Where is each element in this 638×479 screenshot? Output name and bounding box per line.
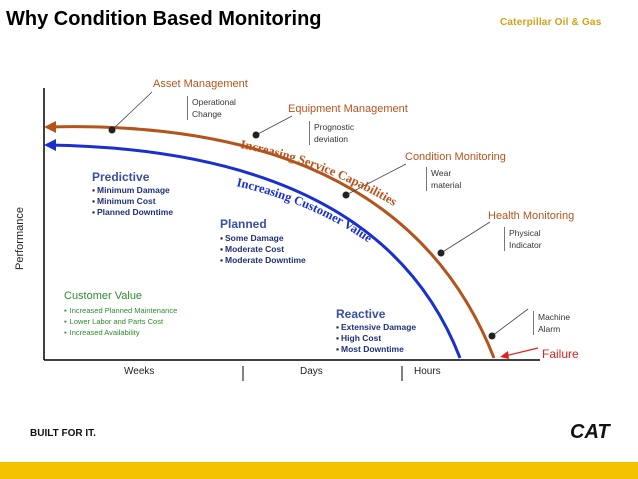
leader-health bbox=[440, 221, 491, 254]
zone-predictive-item: Minimum Damage bbox=[92, 185, 173, 196]
service-curve-arrow bbox=[44, 121, 56, 133]
note-asset-line2: Change bbox=[192, 109, 222, 119]
zone-predictive-title: Predictive bbox=[92, 170, 150, 184]
callout-asset-management: Asset Management bbox=[153, 78, 248, 90]
callout-condition-monitoring: Condition Monitoring bbox=[405, 151, 506, 163]
note-health: Physical Indicator bbox=[504, 227, 542, 251]
note-machine-line1: Machine bbox=[538, 312, 571, 322]
note-equipment-line1: Prognostic bbox=[314, 122, 355, 132]
y-axis-label: Performance bbox=[14, 207, 26, 270]
note-machine-line2: Alarm bbox=[538, 324, 561, 334]
zone-reactive-list: Extensive Damage High Cost Most Downtime bbox=[336, 322, 416, 355]
time-label-hours: Hours bbox=[414, 366, 441, 377]
zone-reactive-item: Extensive Damage bbox=[336, 322, 416, 333]
dot-health bbox=[437, 249, 445, 257]
customer-value-item: Increased Availability bbox=[64, 327, 177, 338]
zone-planned-item: Moderate Cost bbox=[220, 244, 306, 255]
page-title: Why Condition Based Monitoring bbox=[6, 8, 322, 30]
leader-machine bbox=[491, 308, 529, 337]
dot-equipment bbox=[252, 131, 260, 139]
time-label-days: Days bbox=[300, 366, 323, 377]
leader-equipment bbox=[255, 115, 293, 136]
zone-predictive-list: Minimum Damage Minimum Cost Planned Down… bbox=[92, 185, 173, 218]
zone-predictive-item: Planned Downtime bbox=[92, 207, 173, 218]
failure-label: Failure bbox=[542, 347, 579, 361]
zone-reactive-item: Most Downtime bbox=[336, 344, 416, 355]
slogan: BUILT FOR IT. bbox=[30, 428, 96, 439]
service-curve-label-path: Increasing Service Capabilities bbox=[239, 137, 399, 209]
failure-arrowhead bbox=[500, 351, 509, 359]
zone-predictive-item: Minimum Cost bbox=[92, 196, 173, 207]
brand-bar bbox=[0, 462, 638, 479]
note-condition: Wear material bbox=[426, 167, 461, 191]
zone-planned-item: Moderate Downtime bbox=[220, 255, 306, 266]
failure-arrow bbox=[504, 347, 539, 357]
note-equipment-line2: deviation bbox=[314, 134, 349, 144]
note-asset: Operational Change bbox=[187, 96, 236, 120]
note-asset-line1: Operational bbox=[192, 97, 236, 107]
zone-reactive-item: High Cost bbox=[336, 333, 416, 344]
service-curve bbox=[47, 125, 496, 359]
note-equipment: Prognostic deviation bbox=[309, 121, 354, 145]
callout-health-monitoring: Health Monitoring bbox=[488, 210, 575, 222]
leader-condition bbox=[345, 163, 407, 196]
customer-value-item: Lower Labor and Parts Cost bbox=[64, 316, 177, 327]
zone-reactive-title: Reactive bbox=[336, 307, 386, 321]
dot-machine bbox=[488, 332, 496, 340]
customer-value-list: Increased Planned Maintenance Lower Labo… bbox=[64, 305, 178, 338]
zone-planned-list: Some Damage Moderate Cost Moderate Downt… bbox=[220, 233, 306, 266]
note-health-line2: Indicator bbox=[509, 240, 542, 250]
note-condition-line2: material bbox=[431, 180, 462, 190]
time-label-weeks: Weeks bbox=[124, 366, 155, 377]
leader-asset bbox=[111, 91, 153, 131]
customer-value-item: Increased Planned Maintenance bbox=[64, 305, 178, 316]
note-machine: Machine Alarm bbox=[533, 311, 570, 335]
dot-condition bbox=[342, 191, 350, 199]
customer-value-title: Customer Value bbox=[64, 290, 143, 302]
brand-name: Caterpillar Oil & Gas bbox=[500, 17, 602, 28]
service-curve-label: Increasing Service Capabilities bbox=[239, 137, 399, 209]
zone-planned-title: Planned bbox=[220, 217, 267, 231]
cat-logo: CAT bbox=[570, 421, 610, 443]
zone-planned-item: Some Damage bbox=[220, 233, 306, 244]
note-condition-line1: Wear bbox=[431, 168, 452, 178]
customer-curve bbox=[47, 143, 462, 359]
dot-asset bbox=[108, 126, 116, 134]
customer-curve-arrow bbox=[44, 139, 56, 151]
note-health-line1: Physical bbox=[509, 228, 541, 238]
callout-equipment-management: Equipment Management bbox=[288, 103, 408, 115]
